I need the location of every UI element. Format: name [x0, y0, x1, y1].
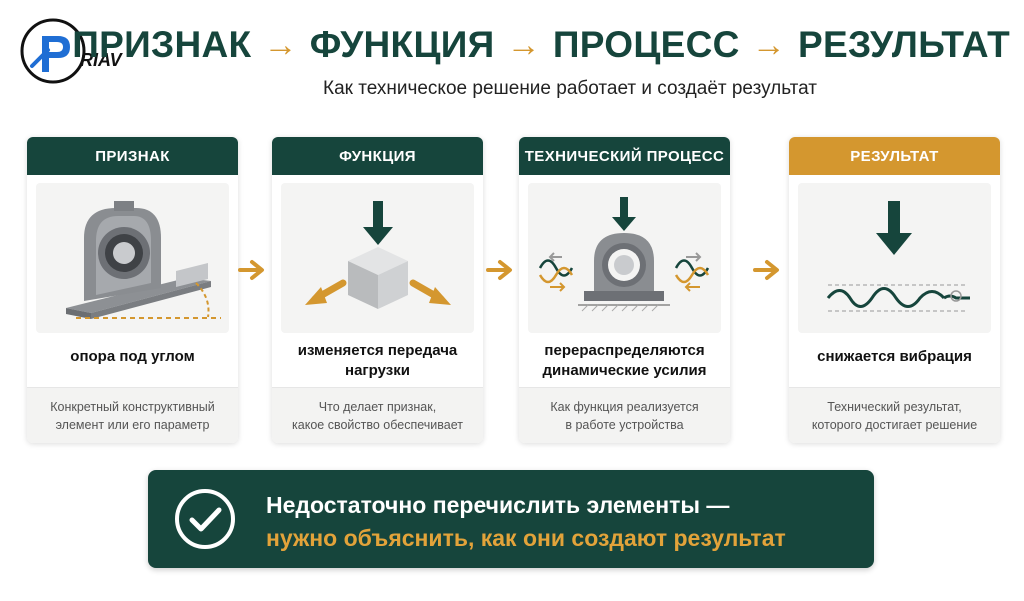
- description-line: Технический результат,: [827, 400, 962, 414]
- title-step-result: РЕЗУЛЬТАТ: [798, 24, 1010, 65]
- title-step-function: ФУНКЦИЯ: [309, 24, 495, 65]
- card-label: снижается вибрация: [817, 348, 972, 365]
- description-line: Как функция реализуется: [550, 400, 699, 414]
- card-description: Как функция реализуется в работе устройс…: [519, 387, 730, 443]
- description-line: какое свойство обеспечивает: [292, 418, 463, 432]
- label-line: нагрузки: [345, 362, 410, 379]
- card-description: Конкретный конструктивный элемент или ег…: [27, 387, 238, 443]
- card-result: РЕЗУЛЬТАТ снижается вибрация Технический…: [789, 137, 1000, 443]
- label-line: изменяется передача: [297, 342, 458, 359]
- card-header: ФУНКЦИЯ: [272, 137, 483, 175]
- card-header: ПРИЗНАК: [27, 137, 238, 175]
- banner-line-2: нужно объяснить, как они создают результ…: [266, 525, 786, 551]
- bearing-icon: [36, 183, 229, 333]
- card-label: изменяется передача нагрузки: [272, 341, 483, 381]
- card-description: Технический результат, которого достигае…: [789, 387, 1000, 443]
- title-arrow: →: [506, 25, 541, 64]
- card-process: ТЕХНИЧЕСКИЙ ПРОЦЕСС: [519, 137, 730, 443]
- logo: RIAV: [18, 16, 158, 86]
- vibration-wave-icon: [798, 183, 991, 333]
- conclusion-banner: Недостаточно перечислить элементы — нужн…: [148, 470, 874, 568]
- title-step-process: ПРОЦЕСС: [552, 24, 740, 65]
- description-line: которого достигает решение: [811, 418, 978, 432]
- description-line: Конкретный конструктивный: [50, 400, 215, 414]
- logo-icon: RIAV: [20, 18, 124, 84]
- load-cube-icon: [281, 183, 474, 333]
- label-line: динамические усилия: [542, 362, 707, 379]
- description-line: в работе устройства: [565, 418, 684, 432]
- title-arrow: →: [751, 25, 786, 64]
- description-line: Что делает признак,: [318, 400, 437, 414]
- card-label: перераспределяются динамические усилия: [519, 341, 730, 381]
- checkmark-icon: [175, 489, 235, 549]
- description-line: элемент или его параметр: [55, 418, 210, 432]
- title-step-sign: ПРИЗНАК: [72, 24, 252, 65]
- card-header: ТЕХНИЧЕСКИЙ ПРОЦЕСС: [519, 137, 730, 175]
- card-description: Что делает признак, какое свойство обесп…: [272, 387, 483, 443]
- card-label: опора под углом: [70, 348, 195, 365]
- card-header: РЕЗУЛЬТАТ: [789, 137, 1000, 175]
- label-line: перераспределяются: [544, 342, 705, 359]
- banner-line-1: Недостаточно перечислить элементы —: [266, 492, 730, 518]
- card-sign: ПРИЗНАК опора под углом Конкретный конст…: [27, 137, 238, 443]
- arrow-right-icon: [486, 260, 512, 280]
- svg-text:RIAV: RIAV: [80, 50, 124, 70]
- arrow-right-icon: [753, 260, 779, 280]
- subtitle: Как техническое решение работает и созда…: [323, 78, 817, 99]
- card-function: ФУНКЦИЯ изменяется передача нагрузки Что…: [272, 137, 483, 443]
- dynamic-forces-icon: [528, 183, 721, 333]
- page-title: ПРИЗНАК → ФУНКЦИЯ → ПРОЦЕСС → РЕЗУЛЬТАТ: [72, 24, 1010, 66]
- title-arrow: →: [263, 25, 298, 64]
- arrow-right-icon: [238, 260, 264, 280]
